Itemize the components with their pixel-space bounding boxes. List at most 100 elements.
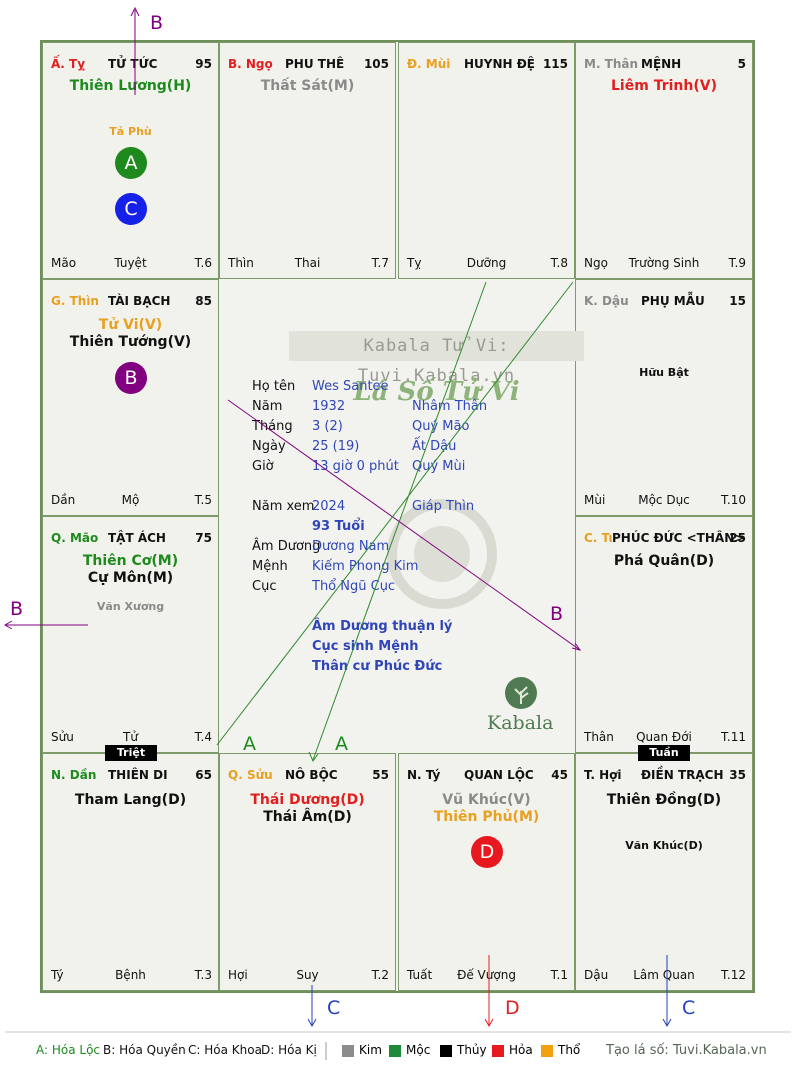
legend-hoa-khoa-text: C: Hóa Khoa <box>188 1043 262 1057</box>
value-gio-can: Quý Mùi <box>412 459 466 474</box>
legend-kim: Kim <box>359 1043 382 1057</box>
note-cuc: Cục sinh Mệnh <box>312 639 419 654</box>
palace-branch: G. Thìn <box>51 294 99 308</box>
minor-star: Tả Phù <box>109 125 152 138</box>
footer-mid: Tử <box>123 730 138 744</box>
legend-hoa: Hỏa <box>509 1043 533 1057</box>
triet-tag: Triệt <box>105 745 157 761</box>
palace-name: PHU THÊ <box>285 57 345 71</box>
value-thang-can: Quý Mão <box>412 419 470 434</box>
palace-number: 15 <box>729 294 746 308</box>
palace-name: PHỤ MẪU <box>641 294 705 308</box>
footer-mid: Bệnh <box>115 968 146 982</box>
palace-name: QUAN LỘC <box>464 768 534 782</box>
label-ngay: Ngày <box>252 439 286 454</box>
palace-branch: Đ. Mùi <box>407 57 451 71</box>
palace-phu-the[interactable]: B. Ngọ PHU THÊ 105 Thất Sát(M) Thìn Thai… <box>219 42 396 279</box>
palace-menh[interactable]: M. Thân MỆNH 5 Liêm Trinh(V) Ngọ Trường … <box>575 42 753 279</box>
arrow-label-b-top: B <box>150 12 164 34</box>
palace-branch: Ấ. Tỵ <box>51 57 86 71</box>
palace-phu-mau[interactable]: K. Dậu PHỤ MẪU 15 Hữu Bật Mùi Mộc Dục T.… <box>575 279 753 516</box>
main-star: Liêm Trinh(V) <box>611 78 717 94</box>
arrow-label-a-2: A <box>335 733 348 755</box>
main-star: Cự Môn(M) <box>87 570 174 586</box>
palace-tai-bach[interactable]: G. Thìn TÀI BẠCH 85 Tử Vi(V) Thiên Tướng… <box>42 279 219 516</box>
value-menh: Kiếm Phong Kim <box>312 559 419 574</box>
legend-kim-swatch <box>342 1045 354 1057</box>
site-link[interactable]: Tạo lá số: Tuvi.Kabala.vn <box>606 1043 767 1058</box>
footer-mid: Dưỡng <box>466 256 507 270</box>
marker-c: C <box>115 193 147 225</box>
palace-number: 85 <box>195 294 212 308</box>
legend-hoa-loc: A: Hóa Lộc <box>36 1043 100 1057</box>
palace-tat-ach[interactable]: Q. Mão TẬT ÁCH 75 Thiên Cơ(M) Cự Môn(M) … <box>42 516 219 753</box>
footer-right: T.10 <box>721 493 746 507</box>
value-am-duong: Dương Nam <box>312 539 390 554</box>
palace-name: TẬT ÁCH <box>108 531 166 545</box>
palace-name: PHÚC ĐỨC <THÂN> <box>612 531 745 545</box>
palace-branch: Q. Mão <box>51 531 99 545</box>
footer-right: T.12 <box>721 968 746 982</box>
palace-name: NÔ BỘC <box>285 768 338 782</box>
value-ngay-can: Ất Dậu <box>412 439 457 454</box>
note-than: Thân cư Phúc Đức <box>312 659 443 674</box>
footer-left: Dần <box>51 493 76 507</box>
palace-number: 45 <box>551 768 568 782</box>
palace-number: 95 <box>195 57 212 71</box>
palace-branch: K. Dậu <box>584 294 629 308</box>
palace-number: 115 <box>542 57 568 71</box>
note-am-duong: Âm Dương thuận lý <box>312 619 453 634</box>
label-ho-ten: Họ tên <box>252 379 296 394</box>
footer-right: T.6 <box>194 256 212 270</box>
main-star: Thiên Phủ(M) <box>433 809 540 825</box>
palace-dien-trach[interactable]: Tuần T. Hợi ĐIỀN TRẠCH 35 Thiên Đồng(D) … <box>575 745 753 991</box>
value-ho-ten: Wes Santee <box>312 379 389 394</box>
label-am-duong: Âm Dương <box>252 539 321 554</box>
kabala-tree-icon <box>505 677 537 709</box>
chart-title: Lá Số Tử Vi <box>353 377 520 407</box>
palace-no-boc[interactable]: Q. Sửu NÔ BỘC 55 Thái Dương(D) Thái Âm(D… <box>219 753 396 991</box>
legend-tho-swatch <box>541 1045 553 1057</box>
palace-branch: B. Ngọ <box>228 57 273 71</box>
kabala-logo-text: Kabala <box>487 712 554 734</box>
footer-left: Mão <box>51 256 77 270</box>
footer-right: T.9 <box>728 256 746 270</box>
legend-moc-swatch <box>389 1045 401 1057</box>
legend-tho: Thổ <box>558 1043 581 1057</box>
footer-left: Sửu <box>51 730 74 744</box>
palace-number: 55 <box>372 768 389 782</box>
legend-hoa-ki-text: D: Hóa Kị <box>261 1043 317 1057</box>
palace-branch: N. Dần <box>51 768 97 782</box>
label-nam: Năm <box>252 399 283 414</box>
footer-left: Ngọ <box>584 256 608 270</box>
minor-star: Văn Xương <box>96 600 165 613</box>
label-cuc: Cục <box>252 579 277 594</box>
footer-right: T.7 <box>371 256 389 270</box>
palace-thien-di[interactable]: Triệt N. Dần THIÊN DI 65 Tham Lang(D) Tý… <box>42 745 219 991</box>
palace-huynh-de[interactable]: Đ. Mùi HUYNH ĐỆ 115 Tỵ Dưỡng T.8 <box>398 42 575 279</box>
footer-mid: Mộ <box>121 493 140 507</box>
palace-quan-loc[interactable]: N. Tý QUAN LỘC 45 Vũ Khúc(V) Thiên Phủ(M… <box>398 753 575 991</box>
palace-tu-tuc[interactable]: Ấ. Tỵ TỬ TỨC 95 Thiên Lương(H) Tả Phù A … <box>42 42 219 279</box>
palace-name: HUYNH ĐỆ <box>464 57 535 71</box>
main-star: Thái Âm(D) <box>263 809 352 825</box>
value-nam-xem: 2024 <box>312 499 346 514</box>
main-star: Vũ Khúc(V) <box>442 792 531 808</box>
tuan-tag: Tuần <box>638 745 690 761</box>
value-nam-can: Nhâm Thân <box>412 399 488 414</box>
value-nam-xem-can: Giáp Thìn <box>412 499 475 514</box>
legend-hoa-khoa: C: Hóa Khoa <box>188 1043 262 1057</box>
main-star: Thiên Lương(H) <box>69 78 192 94</box>
label-thang: Tháng <box>252 419 293 434</box>
footer-left: Tuất <box>407 968 433 982</box>
footer-right: T.1 <box>550 968 568 982</box>
footer-mid: Suy <box>296 968 319 982</box>
marker-d: D <box>471 836 503 868</box>
footer-left: Dậu <box>584 968 609 982</box>
label-nam-xem: Năm xem <box>252 499 315 514</box>
palace-name: ĐIỀN TRẠCH <box>641 768 724 782</box>
legend-hoa-swatch <box>492 1045 504 1057</box>
label-menh: Mệnh <box>252 559 288 574</box>
main-star: Thiên Đồng(D) <box>606 792 722 808</box>
